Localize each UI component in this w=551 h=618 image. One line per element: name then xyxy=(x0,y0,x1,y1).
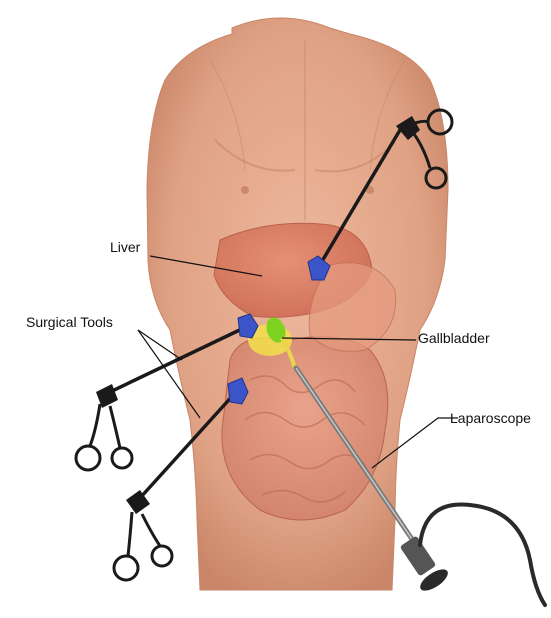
gallbladder-label: Gallbladder xyxy=(418,330,490,346)
laparoscope-label: Laparoscope xyxy=(450,410,531,426)
liver-label: Liver xyxy=(110,239,140,255)
surgical-tools-label: Surgical Tools xyxy=(26,314,113,330)
